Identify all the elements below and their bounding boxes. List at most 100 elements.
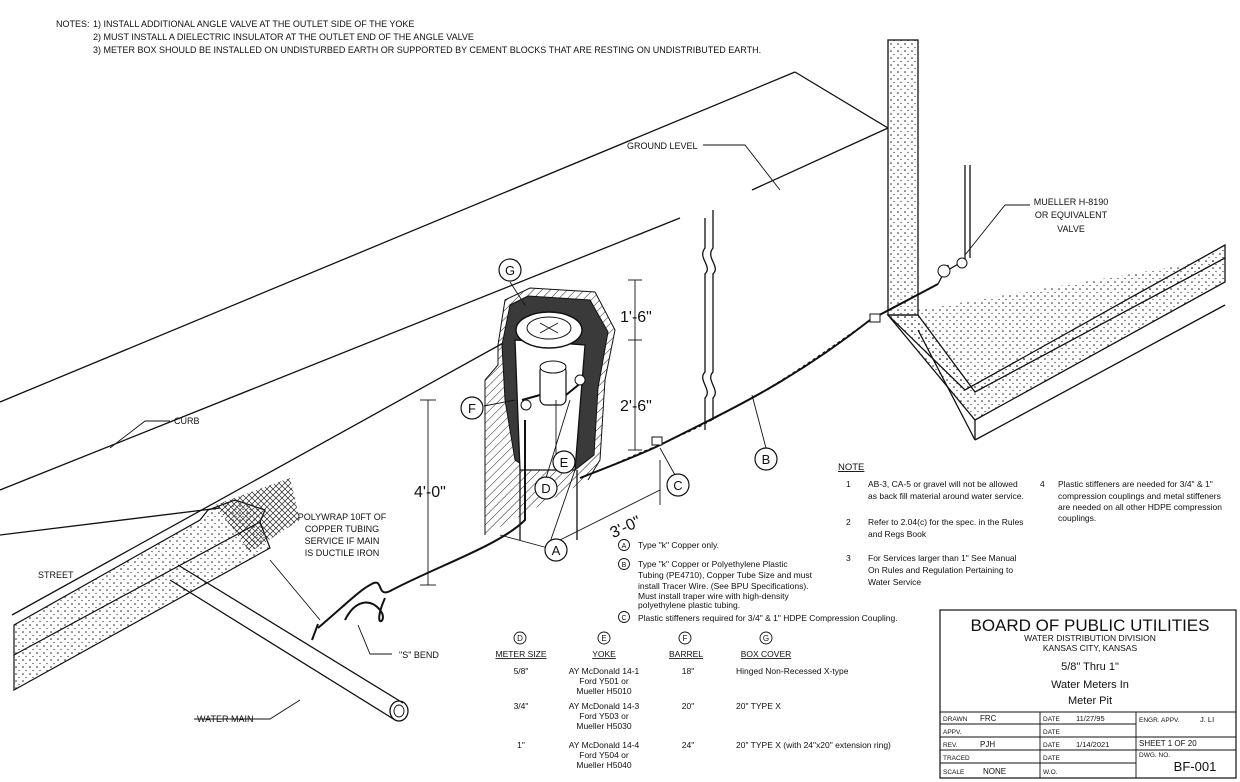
callout-C-label: C xyxy=(673,478,682,493)
svg-text:A: A xyxy=(622,543,627,550)
tb-date-3: 1/14/2021 xyxy=(1076,740,1109,749)
valve-label-1: MUELLER H-8190 xyxy=(1034,197,1109,207)
tb-date-1: 11/27/95 xyxy=(1076,714,1105,723)
table-row-1-yoke-3: Mueller H5010 xyxy=(576,686,632,696)
note-4-line-1: Plastic stiffeners are needed for 3/4" &… xyxy=(1058,479,1213,489)
s-bend-label: "S" BEND xyxy=(399,650,439,660)
callout-D-label: D xyxy=(541,481,550,496)
service-line xyxy=(311,165,971,641)
note-2-line-2: and Regs Book xyxy=(868,529,927,539)
note-2-num: 2 xyxy=(846,517,851,527)
tb-division: WATER DISTRIBUTION DIVISION xyxy=(1024,633,1156,643)
legend-B-5: polyethylene plastic tubing. xyxy=(638,600,740,610)
callout-B-label: B xyxy=(762,452,771,467)
legend-B-3: install Tracer Wire. (See BPU Specificat… xyxy=(638,581,809,591)
note-line-3: 3) METER BOX SHOULD BE INSTALLED ON UNDI… xyxy=(93,45,761,55)
tb-org: BOARD OF PUBLIC UTILITIES xyxy=(971,616,1210,635)
note-1-num: 1 xyxy=(846,479,851,489)
street-label: STREET xyxy=(38,570,74,580)
tb-date-label-1: DATE xyxy=(1043,716,1061,723)
table-row-2-yoke-1: AY McDonald 14-3 xyxy=(569,701,640,711)
tb-title-3: Meter Pit xyxy=(1068,695,1112,707)
table-header-box-cover: BOX COVER xyxy=(741,649,792,659)
note-2-line-1: Refer to 2.04(c) for the spec. in the Ru… xyxy=(868,517,1023,527)
tb-appv-label: APPV. xyxy=(943,729,962,736)
table-letter-F: F xyxy=(683,634,688,643)
table-row-3-cover: 20" TYPE X (with 24"x20" extension ring) xyxy=(736,740,891,750)
curb-label: CURB xyxy=(174,416,200,426)
note-block: NOTE 1 AB-3, CA-5 or gravel will not be … xyxy=(838,462,1222,587)
polywrap-label-2: COPPER TUBING xyxy=(305,524,379,534)
notes-block: NOTES: 1) INSTALL ADDITIONAL ANGLE VALVE… xyxy=(56,19,761,55)
tb-date-label-2: DATE xyxy=(1043,729,1061,736)
callout-A: A xyxy=(544,538,568,562)
table-header-barrel: BARREL xyxy=(669,649,703,659)
callout-E-label: E xyxy=(560,455,569,470)
table-row-2-barrel: 20" xyxy=(682,701,694,711)
table-row-3-size: 1" xyxy=(517,740,525,750)
legend-B-2: Tubing (PE4710), Copper Tube Size and mu… xyxy=(638,570,813,580)
table-letter-G: G xyxy=(763,634,769,643)
polywrap-label-3: SERVICE IF MAIN xyxy=(305,536,380,546)
note-4-num: 4 xyxy=(1040,479,1045,489)
table-row-3-yoke-1: AY McDonald 14-4 xyxy=(569,740,640,750)
tb-title-1: 5/8" Thru 1" xyxy=(1061,661,1119,673)
callout-B: B xyxy=(754,447,778,471)
dim-2-6: 2'-6" xyxy=(620,398,652,415)
table-header-meter-size: METER SIZE xyxy=(495,649,546,659)
svg-text:C: C xyxy=(621,615,626,622)
note-line-1: 1) INSTALL ADDITIONAL ANGLE VALVE AT THE… xyxy=(93,19,414,29)
callout-F-label: F xyxy=(468,401,476,416)
tb-wo-label: W.O. xyxy=(1043,769,1058,776)
note-3-line-1: For Services larger than 1" See Manual xyxy=(868,553,1017,563)
tb-date-label-3: DATE xyxy=(1043,742,1061,749)
dimensions xyxy=(420,279,661,586)
dim-1-6: 1'-6" xyxy=(620,309,652,326)
tb-engr-label: ENGR. APPV. xyxy=(1139,717,1180,724)
callout-C: C xyxy=(666,473,690,497)
water-main-pipe xyxy=(169,564,409,722)
table-row-3-yoke-2: Ford Y504 or xyxy=(579,750,629,760)
table-row-1-yoke-1: AY McDonald 14-1 xyxy=(569,666,640,676)
table-row-2-cover: 20" TYPE X xyxy=(736,701,781,711)
tb-scale-label: SCALE xyxy=(943,769,965,776)
leader-lines xyxy=(109,144,1030,720)
tb-city: KANSAS CITY, KANSAS xyxy=(1043,643,1138,653)
tb-title-2: Water Meters In xyxy=(1051,679,1129,691)
tb-rev-label: REV. xyxy=(943,742,958,749)
tb-sheet: SHEET 1 OF 20 xyxy=(1139,739,1197,748)
note-4-line-4: couplings. xyxy=(1058,513,1096,523)
water-main-label: WATER MAIN xyxy=(197,714,254,724)
callout-F: F xyxy=(460,396,484,420)
table-letter-E: E xyxy=(601,634,606,643)
callout-G-label: G xyxy=(505,263,515,278)
tb-dwg-label: DWG. NO. xyxy=(1139,752,1170,759)
tb-date-label-4: DATE xyxy=(1043,755,1061,762)
meter-pit xyxy=(484,287,616,540)
table-header-yoke: YOKE xyxy=(592,649,616,659)
dim-3-0: 3'-0" xyxy=(608,513,644,542)
table-row-1-yoke-2: Ford Y501 or xyxy=(579,676,629,686)
curb-slab xyxy=(13,478,300,692)
note-line-2: 2) MUST INSTALL A DIELECTRIC INSULATOR A… xyxy=(93,32,474,42)
ground-level-label: GROUND LEVEL xyxy=(627,141,698,151)
note-title: NOTE xyxy=(838,462,864,473)
building-wall xyxy=(886,39,1226,441)
table-row-1-barrel: 18" xyxy=(682,666,694,676)
title-block: BOARD OF PUBLIC UTILITIES WATER DISTRIBU… xyxy=(939,609,1237,779)
notes-header: NOTES: xyxy=(56,19,90,29)
note-4-line-2: compression couplings and metal stiffene… xyxy=(1058,491,1221,501)
note-4-line-3: are needed on all other HDPE compression xyxy=(1058,502,1222,512)
table-row-3-barrel: 24" xyxy=(682,740,694,750)
polywrap-label-4: IS DUCTILE IRON xyxy=(305,548,380,558)
legend-B-4: Must install traper wire with high-densi… xyxy=(638,591,789,601)
note-3-line-2: On Rules and Regulation Pertaining to xyxy=(868,565,1013,575)
ground-plane xyxy=(0,71,889,616)
table-letter-D: D xyxy=(517,634,523,643)
table-row-3-yoke-3: Mueller H5040 xyxy=(576,760,632,770)
legend-C: Plastic stiffeners required for 3/4" & 1… xyxy=(638,613,898,623)
tb-drawn-label: DRAWN xyxy=(943,716,968,723)
callout-A-label: A xyxy=(552,543,561,558)
valve-label-2: OR EQUIVALENT xyxy=(1035,210,1108,220)
